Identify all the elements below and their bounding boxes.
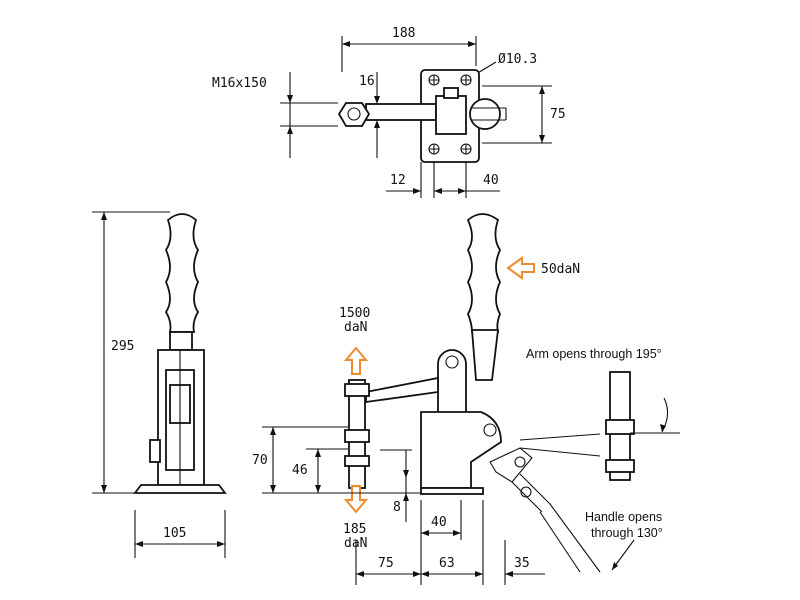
holding-force-value: 1500 xyxy=(339,306,370,321)
arm-open-position xyxy=(519,433,601,457)
body-front xyxy=(420,411,502,489)
dim-12: 12 xyxy=(390,173,406,188)
dim-bolt: M16x150 xyxy=(212,76,267,91)
dim-75-plate: 75 xyxy=(550,107,566,122)
handle-opening-note-1: Handle opens xyxy=(585,510,662,524)
front-view: 1500 daN 185 daN 50daN 70 46 8 40 75 63 xyxy=(252,213,680,585)
dim-105: 105 xyxy=(163,526,186,541)
hex-nut-top xyxy=(337,102,371,127)
mount-holes xyxy=(428,74,472,155)
release-force-value: 185 xyxy=(343,522,366,537)
dim-40-front: 40 xyxy=(431,515,447,530)
pivot-housing-top xyxy=(435,95,467,135)
hollow-arrow-icon xyxy=(343,346,369,375)
top-view: 188 Ø10.3 M16x150 16 xyxy=(212,26,566,198)
handle-opening-note-2: through 130° xyxy=(591,526,663,540)
handle-grip-side xyxy=(164,213,200,333)
handle-knob-top xyxy=(469,98,501,130)
dim-70: 70 xyxy=(252,453,268,468)
dim-8: 8 xyxy=(393,500,401,515)
clamp-arm-top xyxy=(365,103,437,121)
arm-opening-note: Arm opens through 195° xyxy=(526,347,662,361)
dim-46: 46 xyxy=(292,463,308,478)
handle-grip-front xyxy=(466,213,502,333)
handle-force: 50daN xyxy=(541,262,580,277)
dim-hole-diameter: Ø10.3 xyxy=(498,52,537,67)
arm-front xyxy=(365,376,439,404)
base-side xyxy=(133,484,227,494)
dim-295: 295 xyxy=(111,339,134,354)
dim-16: 16 xyxy=(359,74,375,89)
hollow-arrow-icon xyxy=(506,256,535,280)
dim-40-top: 40 xyxy=(483,173,499,188)
dim-75-bottom: 75 xyxy=(378,556,394,571)
holding-force-unit: daN xyxy=(344,320,367,335)
dim-188: 188 xyxy=(392,26,415,41)
dim-63: 63 xyxy=(439,556,455,571)
side-view: 295 105 xyxy=(92,211,227,558)
dim-35: 35 xyxy=(514,556,530,571)
hollow-arrow-icon xyxy=(343,485,369,514)
handle-open-position xyxy=(489,447,601,573)
